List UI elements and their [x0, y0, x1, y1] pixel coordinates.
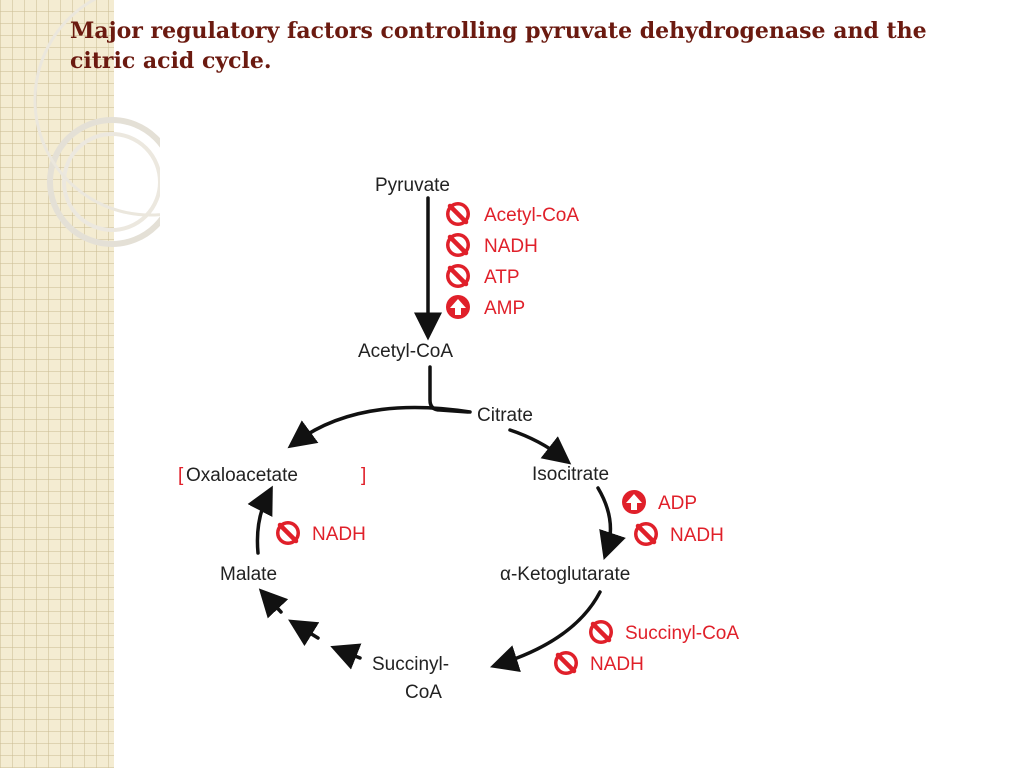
oxaloacetate-label: Oxaloacetate	[186, 465, 298, 486]
arrow-citrate-to-isocitrate	[508, 428, 572, 465]
inhibit-icon	[446, 202, 470, 226]
arrow-succinylcoa-step3	[258, 588, 289, 619]
activate-icon	[622, 490, 646, 514]
deco-circle-inner	[62, 132, 160, 232]
decorative-left-band	[0, 0, 114, 768]
malate-label: Malate	[220, 564, 277, 585]
inhibit-icon	[276, 521, 300, 545]
arrow-isocitrate-to-akg	[596, 486, 626, 560]
arrow-citrate-to-oxaloacetate	[287, 405, 472, 449]
activate-icon	[446, 295, 470, 319]
inhibit-icon	[634, 522, 658, 546]
citrate-label: Citrate	[477, 405, 533, 426]
alpha-ketoglutarate-label: α-Ketoglutarate	[500, 564, 630, 585]
inhibit-icon	[589, 620, 613, 644]
arrow-malate-to-oxaloacetate	[247, 485, 273, 555]
succinyl-coa-label-line1: Succinyl-	[372, 654, 449, 675]
mdh-regulator-nadh: NADH	[312, 524, 366, 545]
akgdh-regulator-nadh: NADH	[590, 654, 644, 675]
inhibit-icon	[554, 651, 578, 675]
arrow-akg-to-succinylcoa	[490, 590, 602, 672]
pdh-regulator-atp: ATP	[484, 267, 520, 288]
isocitrate-label: Isocitrate	[532, 464, 609, 485]
deco-circle-outer	[47, 117, 160, 247]
acetyl-coa-label: Acetyl-CoA	[358, 341, 453, 362]
arrow-succinylcoa-step1	[330, 643, 362, 670]
oxaloacetate-bracket-close: ]	[361, 465, 366, 486]
slide-title: Major regulatory factors controlling pyr…	[70, 18, 927, 74]
succinyl-coa-label-line2: CoA	[405, 682, 442, 703]
inhibit-icon	[446, 264, 470, 288]
pyruvate-label: Pyruvate	[375, 175, 450, 196]
line-acetylcoa-to-citrate	[428, 365, 470, 414]
icdh-regulator-adp: ADP	[658, 493, 697, 514]
arrow-succinylcoa-step2	[288, 619, 320, 647]
deco-circle-large	[33, 0, 160, 217]
oxaloacetate-bracket-open: [	[178, 465, 184, 486]
pdh-regulator-acetyl-coa: Acetyl-CoA	[484, 205, 579, 226]
decorative-circles	[33, 0, 160, 247]
inhibit-icon	[446, 233, 470, 257]
icdh-regulator-nadh: NADH	[670, 525, 724, 546]
pdh-regulator-nadh: NADH	[484, 236, 538, 257]
pdh-regulator-amp: AMP	[484, 298, 525, 319]
akgdh-regulator-succinyl-coa: Succinyl-CoA	[625, 623, 739, 644]
